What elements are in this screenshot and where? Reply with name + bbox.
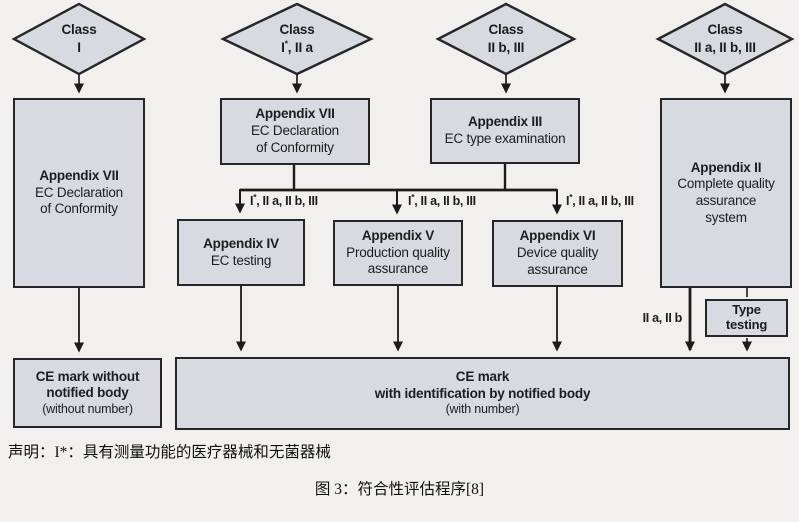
route-label-iia-iib: II a, II b <box>642 311 683 325</box>
box-title: with identification by notified body <box>374 385 591 401</box>
decision-class-iia-iib-iii: Class II a, II b, III <box>675 21 775 56</box>
box-line: EC testing <box>210 252 272 268</box>
box-title: Appendix II <box>690 159 762 175</box>
box-title: CE mark <box>455 369 510 385</box>
box-line: Production quality <box>346 244 450 260</box>
box-title: Appendix V <box>361 227 435 243</box>
box-title: testing <box>725 317 768 332</box>
box-line: Complete quality <box>677 176 775 192</box>
decision-label: Class <box>279 22 315 37</box>
box-appendix-v-production-quality-assurance: Appendix V Production quality assurance <box>333 220 463 286</box>
box-line: EC Declaration <box>35 184 123 200</box>
box-ce-mark-with-notified-body: CE mark with identification by notified … <box>175 357 790 430</box>
box-line: Device quality <box>516 245 599 261</box>
box-line: EC type examination <box>444 131 566 146</box>
box-line: of Conformity <box>40 201 118 217</box>
box-title: Appendix IV <box>203 235 279 251</box>
decision-label: Class <box>707 22 743 37</box>
box-line: assurance <box>695 193 757 208</box>
box-appendix-iii-ec-type-examination: Appendix III EC type examination <box>430 98 580 164</box>
box-line: (with number) <box>445 402 520 417</box>
box-appendix-vi-device-quality-assurance: Appendix VI Device quality assurance <box>492 220 623 287</box>
box-line: of Conformity <box>256 139 334 155</box>
decision-classes: II b, III <box>487 39 525 55</box>
box-line: (without number) <box>42 401 133 416</box>
box-title: CE mark without <box>35 368 140 384</box>
decision-classes: I*, II a <box>281 38 313 55</box>
box-line: EC Declaration <box>251 123 339 139</box>
box-appendix-iv-ec-testing: Appendix IV EC testing <box>177 219 305 286</box>
figure-caption: 图 3：符合性评估程序[8] <box>314 481 485 498</box>
box-title: Appendix VI <box>519 228 596 244</box>
decision-class-iib-iii: Class II b, III <box>456 21 556 56</box>
branch-label-classes: I*, II a, II b, III <box>566 191 634 208</box>
decision-class-i: Class I <box>29 21 129 56</box>
box-appendix-vii-class-i: Appendix VII EC Declaration of Conformit… <box>13 98 145 288</box>
box-appendix-ii-complete-quality-assurance: Appendix II Complete quality assurance s… <box>660 98 792 288</box>
box-title: Appendix VII <box>39 167 119 183</box>
decision-class-i-iia: Class I*, II a <box>247 21 347 56</box>
branch-label-classes: I*, II a, II b, III <box>250 191 318 208</box>
box-line: system <box>705 209 747 225</box>
box-title: Appendix III <box>467 114 543 130</box>
branch-label-classes: I*, II a, II b, III <box>408 191 476 208</box>
box-ce-mark-without-notified-body: CE mark without notified body (without n… <box>13 358 162 428</box>
decision-label: Class <box>488 22 524 37</box>
box-appendix-vii-ec-declaration: Appendix VII EC Declaration of Conformit… <box>220 98 370 165</box>
decision-classes: I <box>77 39 81 55</box>
box-title: notified body <box>46 385 129 401</box>
box-type-testing: Type testing <box>705 299 788 337</box>
box-line: assurance <box>527 261 588 277</box>
box-title: Appendix VII <box>255 106 335 122</box>
decision-classes: II a, II b, III <box>694 39 756 55</box>
box-title: Type <box>732 302 761 318</box>
box-line: assurance <box>367 261 429 277</box>
footnote: 声明：I*：具有测量功能的医疗器械和无菌器械 <box>8 444 331 461</box>
decision-label: Class <box>61 22 97 37</box>
